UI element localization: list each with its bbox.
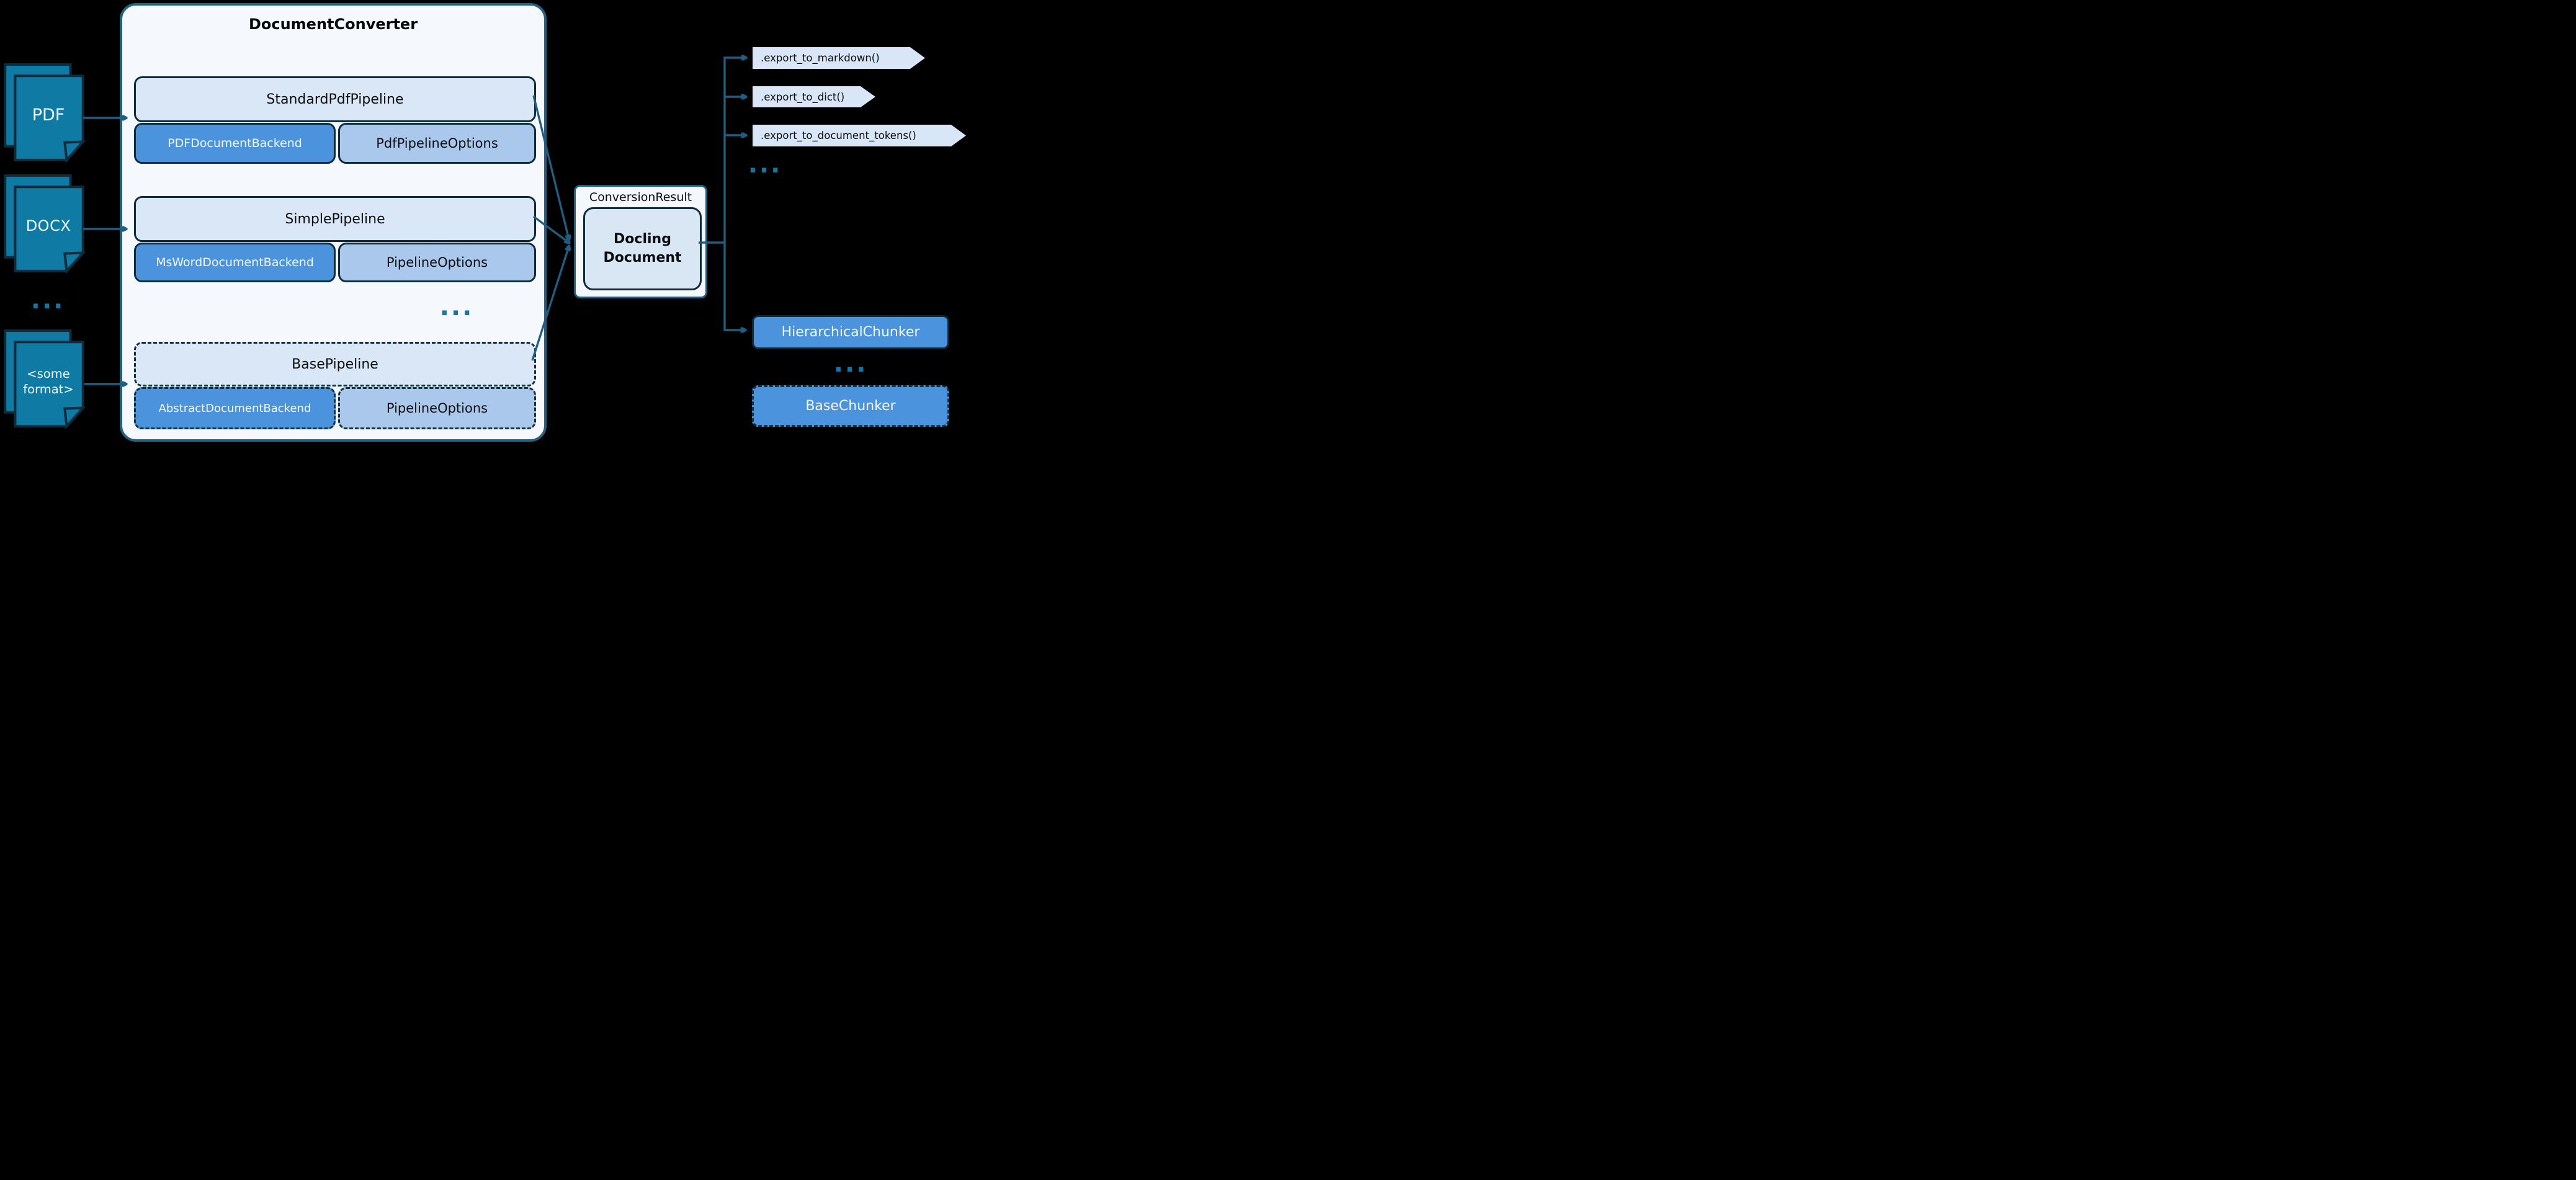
chunkers-ellipsis: ... [833,349,868,378]
docling-architecture-diagram: PDF DOCX ... <some format> DocumentConve… [0,0,973,445]
stacked-documents-icon [4,63,86,163]
other-format-source: <some format> [4,329,87,429]
stacked-documents-icon [4,329,86,429]
arrow-trunk-to-chunker [723,243,745,330]
pdf-document-backend-box: PDFDocumentBackend [134,123,336,164]
base-pipeline-options-box: PipelineOptions [338,387,536,429]
export-to-document-tokens-chevron: .export_to_document_tokens() [753,125,966,146]
pipelines-ellipsis: ... [439,293,474,321]
pdf-pipeline-options-box: PdfPipelineOptions [338,123,536,164]
document-converter-title: DocumentConverter [248,16,418,33]
conversion-result-label: ConversionResult [589,190,692,204]
base-pipeline-box: BasePipeline [134,342,536,387]
pdf-label: PDF [32,105,65,125]
export-to-dict-chevron: .export_to_dict() [753,86,875,107]
standard-pdf-pipeline-box: StandardPdfPipeline [134,76,536,122]
base-chunker-box: BaseChunker [752,385,949,427]
docling-document-box: Docling Document [583,207,702,290]
docx-label: DOCX [25,217,71,235]
docx-source: DOCX [4,174,87,274]
sources-ellipsis: ... [30,286,65,315]
export-to-markdown-chevron: .export_to_markdown() [753,47,925,69]
hierarchical-chunker-box: HierarchicalChunker [752,315,949,349]
pdf-source: PDF [4,63,87,163]
abstract-document-backend-box: AbstractDocumentBackend [134,387,336,429]
other-format-label: <some format> [23,366,74,396]
conversion-result-box: ConversionResult Docling Document [574,185,707,298]
arrow-trunk-to-markdown [723,58,746,243]
pipeline-options-box: PipelineOptions [338,243,536,282]
stacked-documents-icon [4,174,86,274]
document-converter-box: DocumentConverter StandardPdfPipeline PD… [120,3,547,442]
simple-pipeline-box: SimplePipeline [134,196,536,242]
msword-document-backend-box: MsWordDocumentBackend [134,243,336,282]
exports-ellipsis: ... [748,150,782,179]
